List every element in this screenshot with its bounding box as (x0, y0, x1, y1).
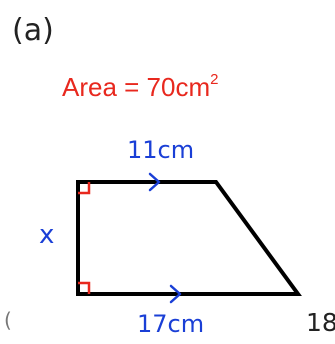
area-label: Area = 70cm2 (62, 72, 218, 100)
part-label: (a) (12, 13, 54, 48)
right-angle-marker-bottom (78, 281, 91, 294)
area-value: Area = 70cm (62, 72, 211, 102)
parallel-arrow-bottom (169, 284, 182, 304)
parallel-arrow-top (148, 172, 161, 192)
bottom-length-label: 17cm (137, 310, 205, 338)
page-number: 18 (306, 308, 335, 337)
edge-mark: ( (4, 308, 12, 332)
trapezium-shape (76, 180, 302, 296)
top-length-label: 11cm (127, 136, 195, 164)
side-length-label: x (39, 220, 55, 250)
right-angle-marker-top (78, 182, 91, 195)
area-exponent: 2 (210, 71, 219, 88)
